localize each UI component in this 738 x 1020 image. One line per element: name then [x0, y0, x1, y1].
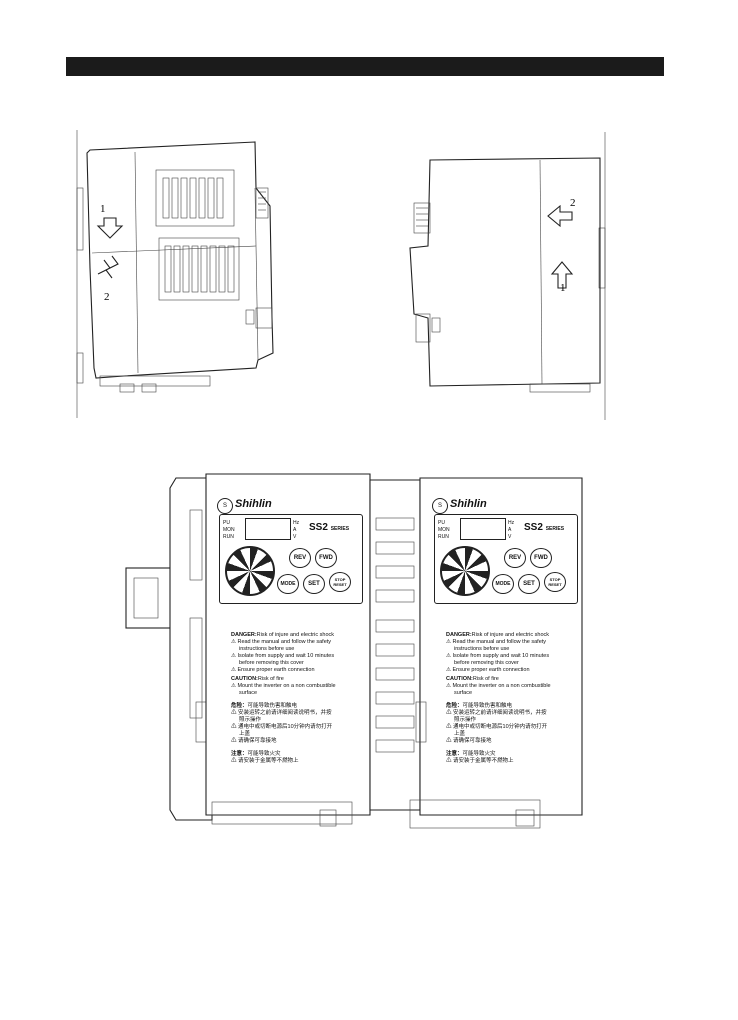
danger-line-4: ⚠ Ensure proper earth connection: [446, 667, 530, 673]
caution-sub: Risk of fire: [257, 676, 284, 682]
cn-danger-line-2: ⚠ 通电中或切断电源后10分钟内请勿打开: [446, 724, 548, 730]
step-label-2: 2: [570, 197, 576, 209]
indicator-pu: PU: [438, 520, 445, 526]
fwd-button[interactable]: FWD: [530, 548, 552, 568]
section-header-bar: [66, 57, 664, 76]
dial-knob[interactable]: [225, 546, 275, 596]
cn-caution-line-0: ⚠ 请安装于金属等不燃物上: [446, 758, 514, 764]
indicator-mon: MON: [223, 527, 235, 533]
step-label-1: 1: [560, 282, 566, 294]
model-series: SERIES: [330, 526, 350, 532]
reset-label: RESET: [548, 582, 562, 587]
diagram-right-mounting: 2 1: [409, 132, 606, 420]
danger-line-0: ⚠ Read the manual and follow the safety: [446, 639, 547, 645]
rev-button[interactable]: REV: [504, 548, 526, 568]
model-name: SS2 SERIES: [524, 522, 564, 533]
step-label-2: 2: [104, 291, 110, 303]
cn-danger-line-3: 上盖: [239, 731, 251, 737]
set-button[interactable]: SET: [303, 574, 325, 594]
step-label-1: 1: [100, 203, 106, 215]
set-button[interactable]: SET: [518, 574, 540, 594]
danger-line-3: before removing this cover: [454, 660, 519, 666]
unit-v: V: [508, 534, 512, 540]
caution-line-1: surface: [239, 690, 258, 696]
unit-hz: Hz: [293, 520, 300, 526]
caution-line-1: surface: [454, 690, 473, 696]
mode-button[interactable]: MODE: [492, 574, 514, 594]
indicator-labels: PU MON RUN: [223, 520, 235, 541]
dial-knob[interactable]: [440, 546, 490, 596]
cn-caution-title: 注意：: [231, 751, 248, 757]
unit-hz: Hz: [508, 520, 515, 526]
unit-v: V: [293, 534, 297, 540]
fwd-button[interactable]: FWD: [315, 548, 337, 568]
cn-danger-line-4: ⚠ 请确保可靠接地: [446, 738, 492, 744]
indicator-mon: MON: [438, 527, 450, 533]
model-code: SS2: [309, 522, 328, 533]
caution-line-0: ⚠ Mount the inverter on a non combustibl…: [231, 683, 336, 689]
cn-caution-line-0: ⚠ 请安装于金属等不燃物上: [231, 758, 299, 764]
cn-danger-line-3: 上盖: [454, 731, 466, 737]
danger-line-0: ⚠ Read the manual and follow the safety: [231, 639, 332, 645]
danger-line-1: instructions before use: [454, 646, 510, 652]
cn-danger-title: 危险：: [446, 703, 463, 709]
cn-danger-line-1: 照示操作: [239, 717, 262, 723]
caution-line-0: ⚠ Mount the inverter on a non combustibl…: [446, 683, 551, 689]
cn-danger-sub: 可能导致伤害和触电: [247, 703, 298, 709]
model-series: SERIES: [545, 526, 565, 532]
stop-label: STOP: [549, 577, 561, 582]
cn-danger-line-0: ⚠ 安装运转之前请详细阅读说明书，并按: [446, 710, 547, 716]
caution-title: CAUTION:: [446, 676, 473, 682]
caution-sub: Risk of fire: [472, 676, 499, 682]
danger-line-1: instructions before use: [239, 646, 295, 652]
cn-danger-line-4: ⚠ 请确保可靠接地: [231, 738, 277, 744]
danger-line-2: ⚠ Isolate from supply and wait 10 minute…: [446, 653, 550, 659]
brand-name: Shihlin: [450, 498, 487, 510]
cn-danger-line-1: 照示操作: [454, 717, 477, 723]
indicator-pu: PU: [223, 520, 230, 526]
danger-line-2: ⚠ Isolate from supply and wait 10 minute…: [231, 653, 335, 659]
danger-title: DANGER:: [446, 632, 472, 638]
danger-line-4: ⚠ Ensure proper earth connection: [231, 667, 315, 673]
danger-sub: Risk of injure and electric shock: [256, 632, 335, 638]
cn-danger-title: 危险：: [231, 703, 248, 709]
model-code: SS2: [524, 522, 543, 533]
led-display: [245, 518, 291, 540]
danger-line-3: before removing this cover: [239, 660, 304, 666]
unit-a: A: [508, 527, 512, 533]
brand-logo-icon: S: [217, 498, 233, 514]
indicator-run: RUN: [223, 534, 234, 540]
warning-label: DANGER:Risk of injure and electric shock…: [231, 632, 361, 765]
cn-danger-sub: 可能导致伤害和触电: [462, 703, 513, 709]
cn-caution-title: 注意：: [446, 751, 463, 757]
caution-title: CAUTION:: [231, 676, 258, 682]
stop-reset-button[interactable]: STOP RESET: [329, 572, 351, 592]
danger-title: DANGER:: [231, 632, 257, 638]
stop-label: STOP: [334, 577, 346, 582]
unit-labels: Hz A V: [508, 520, 514, 541]
rev-button[interactable]: REV: [289, 548, 311, 568]
brand-logo-icon: S: [432, 498, 448, 514]
model-name: SS2 SERIES: [309, 522, 349, 533]
warning-label: DANGER:Risk of injure and electric shock…: [446, 632, 576, 765]
danger-sub: Risk of injure and electric shock: [471, 632, 550, 638]
indicator-labels: PU MON RUN: [438, 520, 450, 541]
mode-button[interactable]: MODE: [277, 574, 299, 594]
inverter-left-panel: S Shihlin PU MON RUN Hz A V SS2 SERIES R…: [213, 490, 363, 820]
unit-a: A: [293, 527, 297, 533]
inverter-right-panel: S Shihlin PU MON RUN Hz A V SS2 SERIES R…: [428, 490, 578, 820]
keypad-box: [434, 514, 578, 604]
stop-reset-button[interactable]: STOP RESET: [544, 572, 566, 592]
keypad-box: [219, 514, 363, 604]
cn-danger-line-2: ⚠ 通电中或切断电源后10分钟内请勿打开: [231, 724, 333, 730]
cn-caution-sub: 可能导致火灾: [247, 751, 281, 757]
brand-name: Shihlin: [235, 498, 272, 510]
cn-caution-sub: 可能导致火灾: [462, 751, 496, 757]
cn-danger-line-0: ⚠ 安装运转之前请详细阅读说明书，并按: [231, 710, 332, 716]
unit-labels: Hz A V: [293, 520, 299, 541]
indicator-run: RUN: [438, 534, 449, 540]
reset-label: RESET: [333, 582, 347, 587]
diagram-left-removal: 1 2: [76, 130, 274, 418]
led-display: [460, 518, 506, 540]
